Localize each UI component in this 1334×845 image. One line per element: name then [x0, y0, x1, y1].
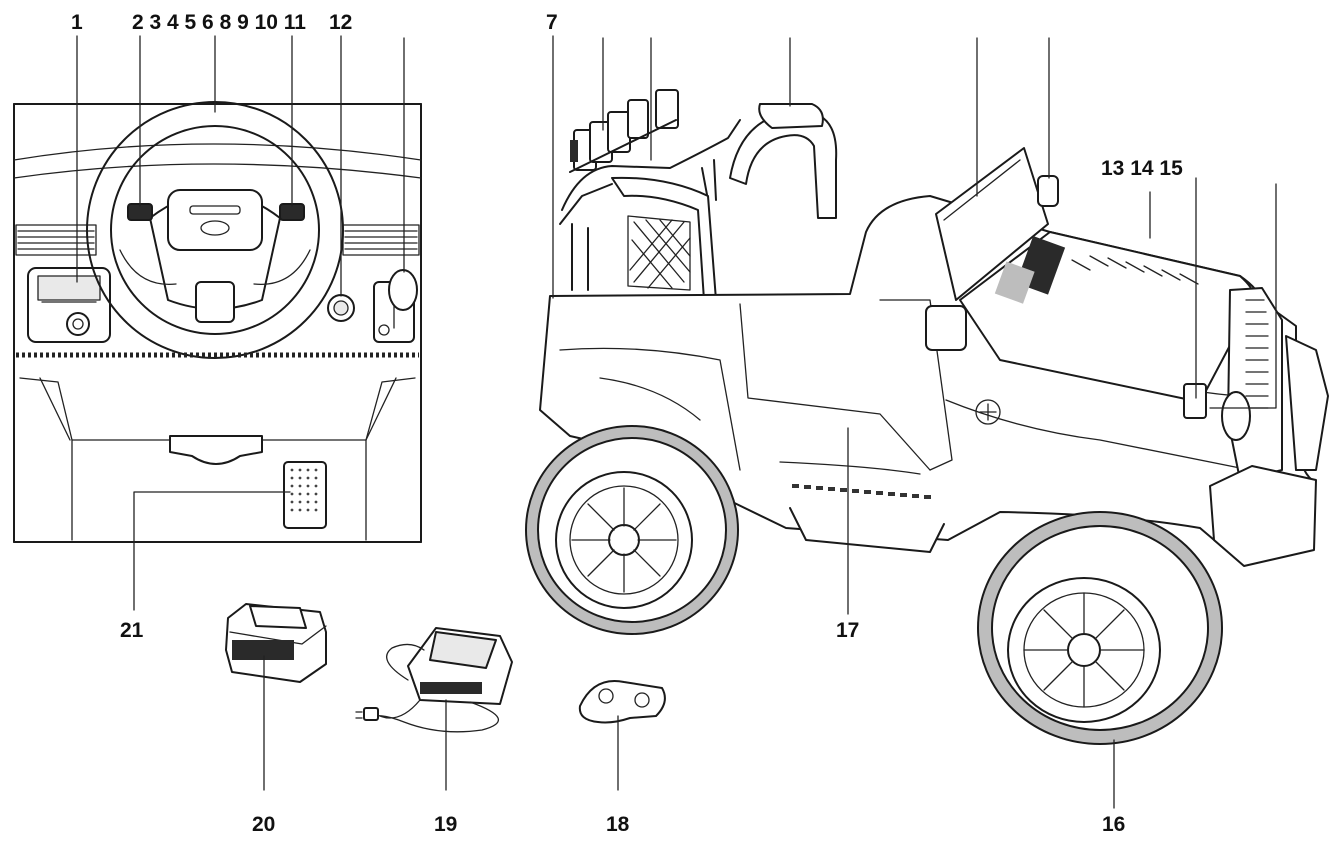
label-1: 1	[71, 11, 83, 34]
windshield	[935, 147, 1049, 301]
left-air-vent	[15, 224, 97, 256]
remote-control	[578, 680, 666, 791]
roll-bar	[559, 119, 741, 301]
media-player	[27, 267, 111, 343]
foot-pedal	[283, 461, 327, 529]
roof-light-bar	[569, 89, 679, 173]
label-13-14-15: 13 14 15	[1101, 157, 1183, 180]
battery-pack	[225, 603, 327, 791]
front-wheel	[977, 511, 1223, 745]
seat-back	[729, 103, 838, 219]
dashboard-inset	[13, 101, 422, 543]
label-16: 16	[1102, 813, 1126, 836]
volume-knob	[327, 294, 355, 322]
inset-leader-lines	[76, 35, 405, 611]
right-air-vent	[342, 224, 420, 256]
label-7: 7	[546, 11, 558, 34]
label-21: 21	[120, 619, 144, 642]
hood	[959, 231, 1256, 403]
side-mirror	[925, 175, 1059, 351]
gear-shifter	[373, 269, 418, 343]
label-18: 18	[606, 813, 630, 836]
ride-on-vehicle	[525, 89, 1329, 745]
label-12: 12	[329, 11, 353, 34]
rear-wheel	[525, 425, 739, 635]
label-2-11-group: 2 3 4 5 6 8 9 10 11	[132, 11, 306, 34]
label-19: 19	[434, 813, 458, 836]
voltage-badge	[975, 399, 1001, 425]
battery-charger	[355, 627, 513, 791]
steering-wheel	[86, 101, 344, 359]
seat-hook	[169, 435, 263, 465]
label-17: 17	[836, 619, 860, 642]
label-20: 20	[252, 813, 276, 836]
vehicle-leader-lines	[552, 35, 1277, 809]
front-grille	[1183, 287, 1329, 567]
